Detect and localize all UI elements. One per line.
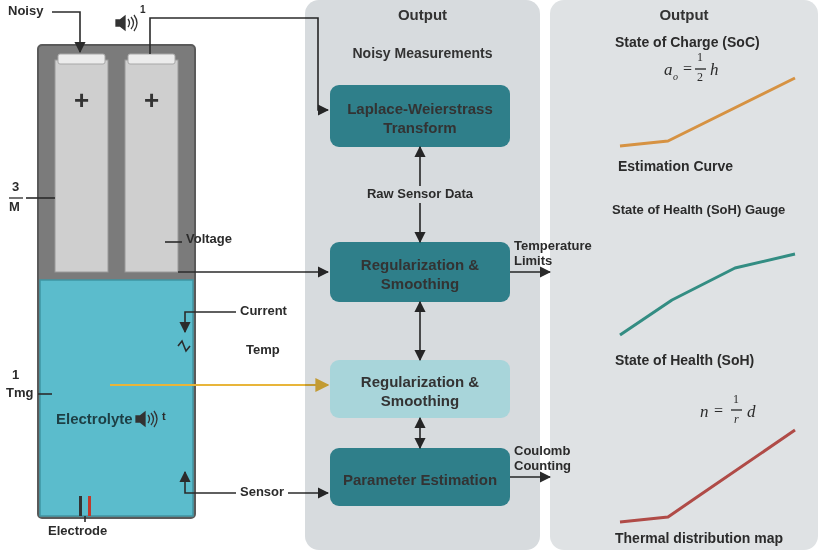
- node-heading: Laplace-Weierstrass Transform: [338, 100, 502, 138]
- text-label: Electrolyte: [56, 410, 133, 427]
- electrode-symbol: [88, 496, 91, 516]
- battery-housing: [128, 54, 175, 64]
- text-label: Noisy: [8, 4, 43, 19]
- process-box: Laplace-Weierstrass Transform: [330, 85, 510, 147]
- signal-wire: [185, 472, 236, 493]
- output-panel: Output: [550, 0, 818, 550]
- text-label: Tmg: [6, 386, 33, 401]
- text-label: 1: [12, 368, 19, 383]
- node-subheading: Noisy Measurements: [305, 45, 540, 61]
- process-box: Regularization & Smoothing: [330, 360, 510, 418]
- node-heading: Regularization & Smoothing: [338, 256, 502, 294]
- signal-wire: [38, 393, 52, 395]
- process-box: Parameter Estimation: [330, 448, 510, 506]
- signal-wire: [26, 12, 328, 522]
- speaker-icon: [116, 15, 137, 31]
- text-label: Temp: [246, 343, 280, 358]
- battery-housing: [58, 54, 105, 64]
- process-box: Regularization & Smoothing: [330, 242, 510, 302]
- battery-housing: [125, 60, 178, 272]
- temperature-signal: [110, 384, 328, 386]
- electrolyte-region: [40, 280, 193, 516]
- speaker-icon: [148, 411, 157, 427]
- signal-wire: [178, 341, 190, 351]
- battery-housing: [55, 60, 108, 272]
- speaker-icon: [136, 411, 157, 427]
- text-label: 1: [140, 4, 146, 16]
- node-heading: Parameter Estimation: [343, 471, 497, 490]
- text-label: +: [74, 86, 89, 116]
- node-heading: Output: [305, 6, 540, 23]
- battery-housing: [38, 45, 195, 518]
- text-label: Voltage: [186, 232, 232, 247]
- text-label: 3: [12, 180, 19, 195]
- text-label: +: [144, 86, 159, 116]
- signal-wire: [52, 12, 80, 52]
- temperature-signal: [110, 384, 328, 386]
- node-heading: Regularization & Smoothing: [338, 373, 502, 411]
- signal-wire: [26, 197, 55, 199]
- text-label: M: [9, 200, 20, 215]
- fraction-bar: [9, 197, 23, 198]
- speaker-icon: [116, 16, 125, 30]
- electrode-symbol: [79, 496, 91, 516]
- text-label: Sensor: [240, 485, 284, 500]
- battery-housing: [38, 45, 195, 518]
- electrolyte-region: [40, 280, 193, 516]
- electrode-symbol: [79, 496, 82, 516]
- speaker-icon: [136, 412, 145, 426]
- output-panel: OutputNoisy MeasurementsLaplace-Weierstr…: [305, 0, 540, 550]
- text-label: Electrode: [48, 524, 107, 539]
- signal-wire: [150, 18, 328, 110]
- signal-wire: [185, 312, 236, 332]
- text-label: Current: [240, 304, 287, 319]
- speaker-icon: [128, 15, 137, 31]
- text-label: t: [162, 410, 166, 423]
- signal-wire: [84, 516, 86, 522]
- node-heading: Output: [550, 6, 818, 23]
- signal-wire: [165, 241, 182, 243]
